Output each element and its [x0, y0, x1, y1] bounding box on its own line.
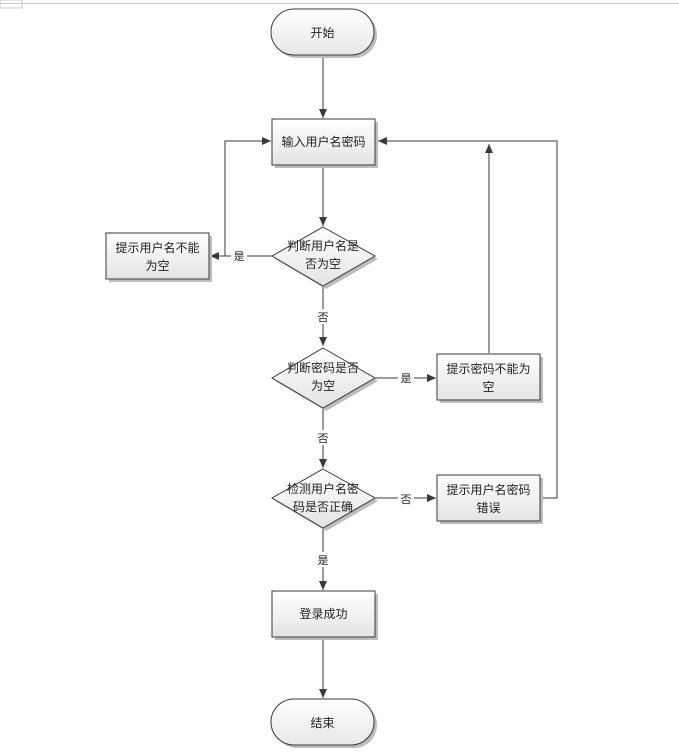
- edge-label-user-empty-no: 否: [318, 311, 329, 324]
- verify-credentials-label-line1: 检测用户名密: [287, 481, 359, 496]
- tip-password-empty-box: 提示密码不能为 空: [436, 353, 543, 403]
- edge-label-pwd-empty-yes: 是: [401, 372, 412, 385]
- check-username-label-line1: 判断用户名是: [287, 238, 359, 253]
- page-corner-mark: [0, 0, 23, 9]
- check-username-decision: 判断用户名是 否为空: [271, 226, 378, 289]
- tip-password-empty-label-line1: 提示密码不能为: [446, 361, 530, 376]
- edge-labels: 是 否 是 否 否 是: [231, 248, 414, 567]
- input-process-box: 输入用户名密码: [271, 118, 378, 168]
- input-process-label: 输入用户名密码: [281, 134, 365, 149]
- check-username-label-line2: 否为空: [305, 257, 341, 271]
- tip-username-empty-label-line2: 为空: [145, 259, 169, 273]
- check-password-label-line1: 判断密码是否: [287, 360, 359, 375]
- edge-tip-wrong-to-input: [378, 137, 558, 499]
- end-terminal: 结束: [270, 698, 377, 748]
- start-terminal: 开始: [270, 8, 377, 58]
- verify-credentials-label-line2: 码是否正确: [293, 500, 353, 514]
- tip-username-empty-label-line1: 提示用户名不能: [115, 240, 199, 255]
- end-label: 结束: [310, 716, 334, 730]
- check-password-decision: 判断密码是否 为空: [271, 347, 378, 411]
- tip-credentials-wrong-label-line2: 错误: [476, 501, 500, 515]
- login-success-box: 登录成功: [271, 590, 378, 640]
- tip-password-empty-label-line2: 空: [482, 380, 494, 394]
- start-label: 开始: [310, 26, 334, 40]
- edge-label-user-empty-yes: 是: [234, 250, 245, 263]
- tip-credentials-wrong-box: 提示用户名密码 错误: [436, 474, 543, 524]
- edge-label-verify-no: 否: [401, 493, 412, 506]
- edge-label-pwd-empty-no: 否: [318, 432, 329, 445]
- tip-username-empty-box: 提示用户名不能 为空: [105, 232, 212, 282]
- tip-credentials-wrong-label-line1: 提示用户名密码: [446, 482, 530, 497]
- edge-label-verify-yes: 是: [318, 554, 329, 567]
- edge-tip-user-to-input: [224, 137, 271, 256]
- verify-credentials-decision: 检测用户名密 码是否正确: [271, 468, 378, 531]
- login-success-label: 登录成功: [299, 606, 347, 621]
- check-password-label-line2: 为空: [311, 379, 335, 393]
